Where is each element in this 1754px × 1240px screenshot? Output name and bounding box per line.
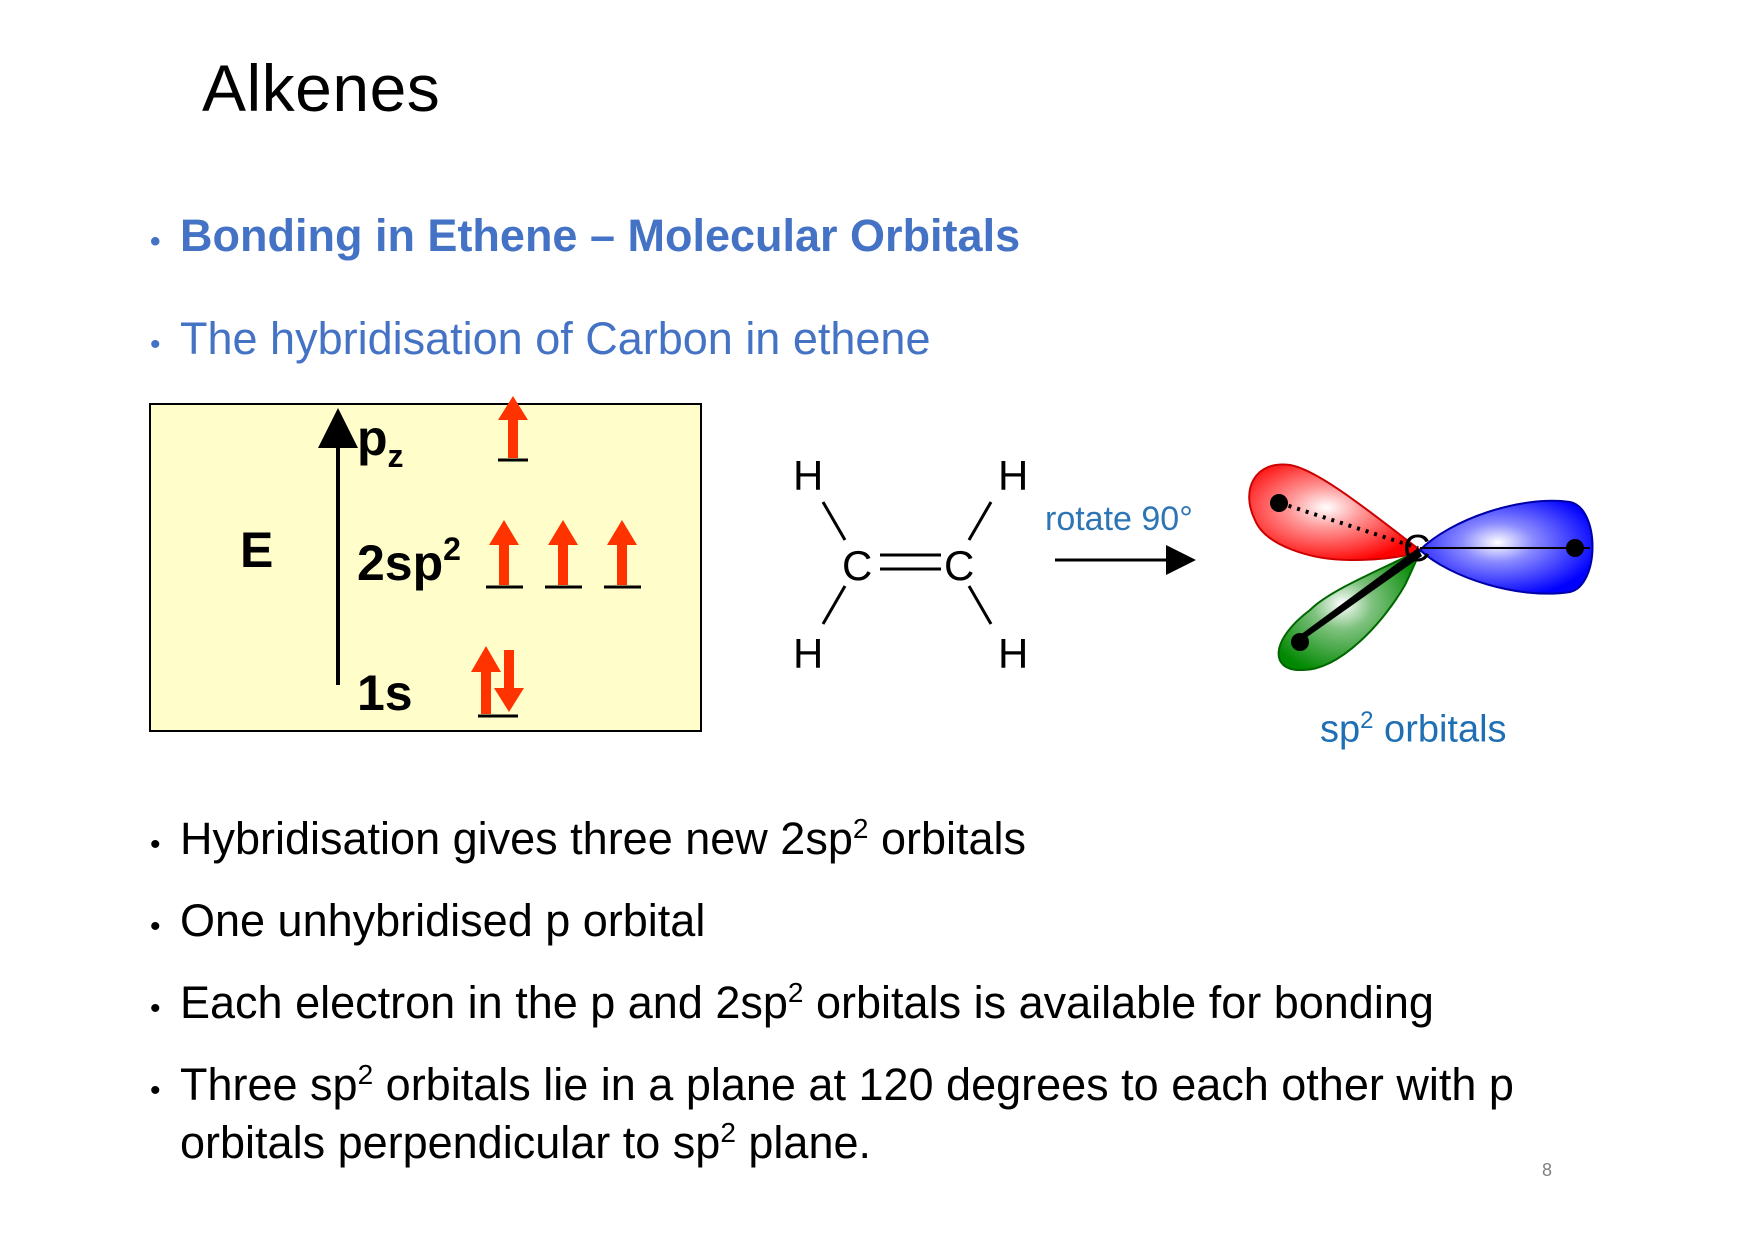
bullet-icon: • (150, 992, 161, 1025)
list-item: • Each electron in the p and 2sp2 orbita… (150, 974, 1670, 1038)
electron-up-arrow-icon (607, 520, 637, 585)
page-number: 8 (1542, 1160, 1553, 1180)
bullet-icon: • (150, 225, 161, 258)
atom-c-left: C (842, 542, 872, 589)
body-bullet-list: • Hybridisation gives three new 2sp2 orb… (150, 810, 1670, 1190)
1s-level-label: 1s (357, 665, 413, 721)
bullet-icon: • (150, 910, 161, 943)
atom-c-right: C (944, 542, 974, 589)
slide-title: Alkenes (202, 51, 441, 125)
orbital-endpoint-dot (1291, 633, 1309, 651)
atom-h-bottom-left: H (793, 630, 823, 677)
atom-h-top-right: H (998, 452, 1028, 499)
electron-up-arrow-icon (498, 396, 528, 458)
atom-h-bottom-right: H (998, 630, 1028, 677)
energy-axis-label: E (240, 522, 273, 578)
list-item: • Hybridisation gives three new 2sp2 orb… (150, 810, 1670, 874)
orbital-endpoint-dot (1270, 494, 1288, 512)
bullet-icon: • (150, 1074, 161, 1107)
subheading-text: The hybridisation of Carbon in ethene (180, 313, 931, 364)
bullet-icon: • (150, 328, 161, 361)
orbital-endpoint-dot (1566, 539, 1584, 557)
orbital-caption: sp2 orbitals (1320, 707, 1507, 751)
electron-down-arrow-icon (494, 650, 524, 712)
list-item: • Three sp2 orbitals lie in a plane at 1… (150, 1059, 1514, 1168)
center-carbon-label: C (1403, 528, 1430, 570)
bullet-icon: • (150, 828, 161, 861)
electron-up-arrow-icon (489, 520, 519, 585)
ethene-bonds (821, 501, 993, 625)
heading-text: Bonding in Ethene – Molecular Orbitals (180, 210, 1021, 261)
ethene-structure: H H H H C C (793, 452, 1028, 677)
orbital-lobe-red (1248, 463, 1422, 562)
atom-h-top-left: H (793, 452, 823, 499)
wedge-bond (1296, 548, 1422, 642)
energy-level-box (149, 403, 702, 732)
pz-level-label: pz (357, 410, 404, 474)
list-item: • One unhybridised p orbital (150, 892, 1670, 956)
sp2-level-label: 2sp2 (357, 531, 461, 591)
electron-up-arrow-icon (471, 646, 501, 714)
subheading-bullet: • The hybridisation of Carbon in ethene (150, 313, 930, 365)
hashed-bond (1279, 501, 1419, 550)
electron-up-arrow-icon (548, 520, 578, 585)
rotate-label: rotate 90° (1045, 500, 1193, 538)
heading-bullet: • Bonding in Ethene – Molecular Orbitals (150, 210, 1020, 262)
